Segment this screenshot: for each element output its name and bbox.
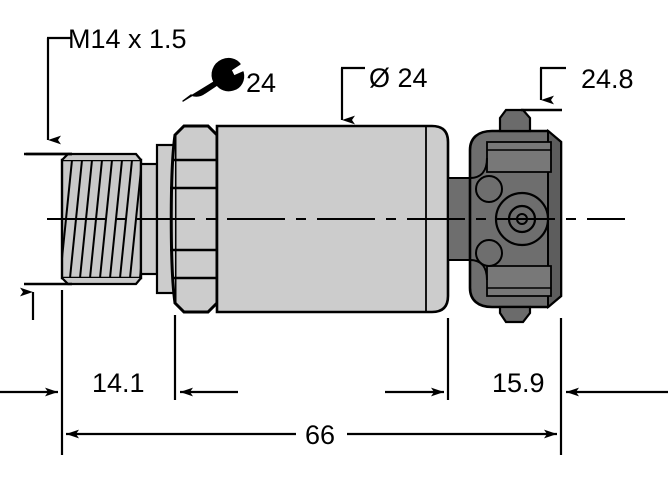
- thread-bottom-chamfer: [61, 277, 142, 286]
- thread-size-leader: [26, 36, 72, 156]
- connector-lower-panel: [486, 265, 552, 297]
- connector-block: [447, 108, 563, 324]
- wrench-size-label: 24: [246, 68, 276, 98]
- thread-size-label: M14 x 1.5: [68, 24, 187, 54]
- total-length-label: 66: [305, 420, 335, 450]
- connector-height-label: 24.8: [581, 64, 634, 94]
- connector-fillet-top: [469, 157, 488, 179]
- connector-top-tab: [498, 108, 532, 133]
- horizontal-dimension-group: [0, 290, 668, 455]
- body-diameter-label: Ø 24: [369, 63, 428, 93]
- thread-top-chamfer: [61, 152, 142, 161]
- connector-bottom-tab: [498, 305, 532, 324]
- body-diameter-leader: [340, 66, 365, 125]
- connector-hole-bottom: [475, 239, 503, 267]
- connector-hole-top: [475, 175, 503, 203]
- thread-diameter-dimension: [20, 152, 72, 320]
- thread-length-label: 14.1: [92, 368, 145, 398]
- connector-length-label: 15.9: [492, 368, 545, 398]
- connector-height-leader: [521, 66, 566, 112]
- connector-upper-panel: [486, 141, 552, 173]
- wrench-icon: [182, 57, 245, 102]
